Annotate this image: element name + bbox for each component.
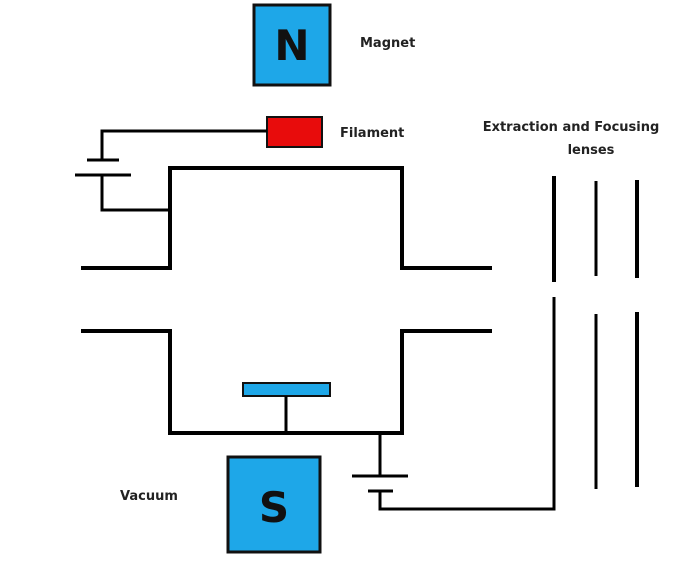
- filament: [266, 116, 323, 148]
- north-pole-label: N: [274, 21, 309, 70]
- target-plate: [242, 382, 331, 397]
- south-magnet: [226, 455, 322, 554]
- lens-wire: [378, 297, 556, 511]
- lenses-label-line1: Extraction and Focusing: [483, 120, 660, 135]
- chamber-upper-wall: [81, 166, 492, 270]
- filament-wire: [100, 129, 267, 160]
- lenses-label-line2: lenses: [568, 143, 615, 158]
- vacuum-label: Vacuum: [120, 489, 178, 504]
- chamber-wire: [100, 175, 170, 212]
- north-magnet: [252, 3, 332, 87]
- magnet-label: Magnet: [360, 36, 415, 51]
- south-pole-label: S: [259, 483, 289, 532]
- filament-label: Filament: [340, 126, 404, 141]
